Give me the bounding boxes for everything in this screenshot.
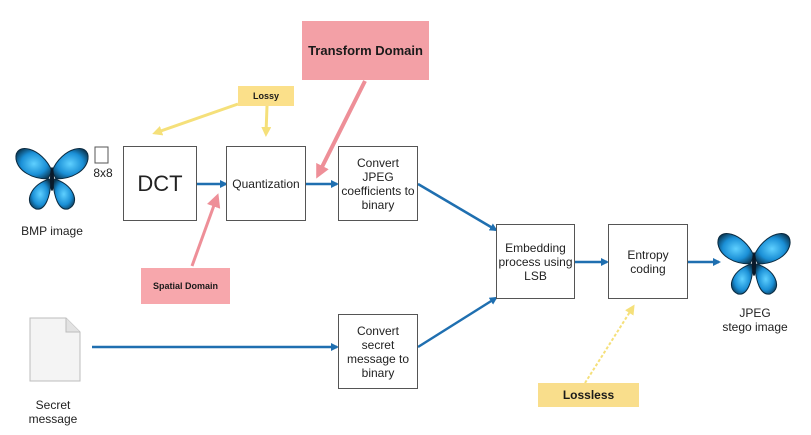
lossless-tag: Lossless [538,383,639,407]
entropy-coding-label: Entropy coding [627,247,669,276]
transform-domain-label: Transform Domain [308,43,423,58]
document-icon [29,317,81,382]
embedding-box: Embedding process using LSB [496,224,575,299]
spatial-domain-tag: Spatial Domain [141,268,230,304]
block-8x8-square [94,146,109,164]
bmp-image-caption: BMP image [21,224,83,238]
lossy-tag: Lossy [238,86,294,106]
arrow-transform-domain-to-quantization [316,80,367,179]
convert-jpeg-label: Convert JPEG coefficients to binary [341,155,415,212]
dct-label: DCT [137,170,183,196]
transform-domain-tag: Transform Domain [302,21,429,80]
arrow-lossy-to-dct [152,102,239,136]
jpeg-stego-caption: JPEG stego image [722,306,788,334]
arrow-convert-secret-to-embedding [417,296,498,349]
lossless-label: Lossless [562,388,615,402]
arrow-spatial-domain-to-quantization [190,193,221,267]
jpeg-butterfly-icon [717,233,791,295]
quantization-box: Quantization [226,146,306,221]
convert-secret-box: Convert secret message to binary [338,314,418,389]
embedding-label: Embedding process using LSB [498,240,573,283]
arrow-lossy-to-quantization [261,105,272,137]
quantization-label: Quantization [232,176,300,191]
arrow-lossless-to-entropy [584,304,635,384]
block-size-label: 8x8 [93,166,113,180]
convert-secret-label: Convert secret message to binary [346,323,410,380]
arrow-convert-jpeg-to-embedding [417,182,498,232]
dct-box: DCT [123,146,197,221]
convert-jpeg-box: Convert JPEG coefficients to binary [338,146,418,221]
entropy-coding-box: Entropy coding [608,224,688,299]
lossy-label: Lossy [252,91,279,101]
secret-message-caption: Secret message [28,398,78,426]
spatial-domain-label: Spatial Domain [152,281,218,291]
bmp-butterfly-icon [15,148,89,210]
